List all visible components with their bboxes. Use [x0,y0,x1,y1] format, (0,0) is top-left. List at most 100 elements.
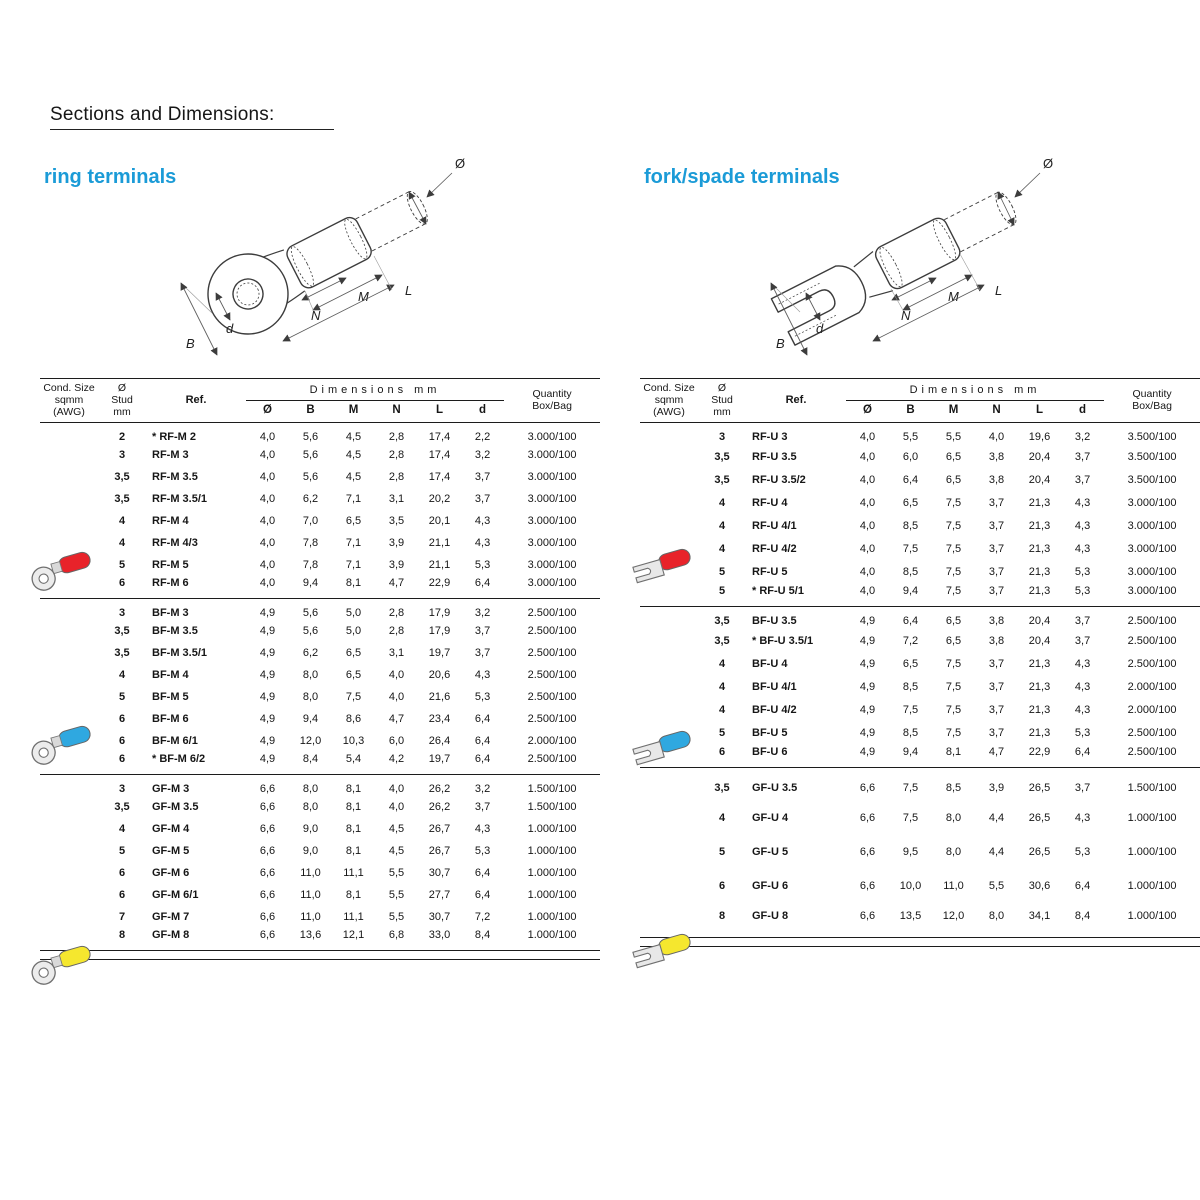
ref-cell: BF-U 4 [752,657,788,670]
dim-d-cell: 4,3 [1074,496,1091,509]
dim-l-cell: 26,2 [428,801,451,814]
stud-size-cell: 3,5 [114,625,130,638]
dim-l-cell: 21,3 [1028,657,1051,670]
cond-size-cell [640,869,698,903]
dim-l-cell: 22,9 [428,577,451,590]
dim-dia-cell: 6,6 [259,823,276,836]
dim-n-cell: 3,7 [988,726,1005,739]
dim-n-cell: 4,0 [388,782,405,795]
dim-b-cell: 5,5 [902,431,919,444]
stud-size-cell: 8 [118,929,126,942]
quantity-header: Quantity Box/Bag [504,378,601,423]
quantity-cell: 3.000/100 [1127,519,1177,532]
dim-d-cell: 7,2 [474,911,491,924]
dim-d-cell: 6,4 [474,867,491,880]
cond-size-cell [640,606,698,629]
dim-d-cell: 5,3 [1074,584,1091,597]
dim-label-diameter: Ø [1043,156,1053,171]
dim-b-cell: 9,4 [302,577,319,590]
ref-cell: RF-M 3.5 [152,471,198,484]
stud-size-cell: 3,5 [114,493,130,506]
dim-l-cell: 21,3 [1028,726,1051,739]
quantity-cell: 1.000/100 [527,823,577,836]
dim-dia-cell: 4,0 [259,449,276,462]
dim-l-cell: 26,4 [428,735,451,748]
dim-l-cell: 21,1 [428,559,451,572]
dim-n-cell: 3,8 [988,473,1005,486]
dimension-lines [180,172,453,356]
dim-label-diameter: Ø [455,156,465,171]
dim-d-cell: 6,4 [1074,745,1091,758]
dim-dia-cell: 4,9 [259,606,276,619]
dim-d-cell: 3,7 [1074,615,1091,628]
dim-dia-cell: 4,9 [859,726,876,739]
dim-dia-cell: 4,0 [259,537,276,550]
dim-m-cell: 4,5 [345,449,362,462]
dimension-lines [770,172,1041,356]
cond-size-cell [640,652,698,675]
ref-cell: RF-U 3 [752,431,788,444]
cond-size-cell [40,818,98,840]
dim-m-cell: 11,1 [343,867,364,880]
stud-header-line: Stud [111,394,133,407]
dim-b-cell: 11,0 [300,889,321,902]
stud-size-cell: 3,5 [114,801,130,814]
ref-cell: GF-M 5 [152,845,190,858]
dim-l-cell: 21,3 [1028,542,1051,555]
dim-n-cell: 5,5 [388,911,405,924]
dim-l-cell: 20,2 [428,493,451,506]
dim-d-cell: 3,2 [474,782,491,795]
dim-dia-cell: 4,0 [859,431,876,444]
dim-m-cell: 10,3 [342,735,365,748]
dim-n-cell: 4,0 [988,431,1005,444]
dim-col-diameter: Ø [246,400,289,423]
ring-terminals-table: Cond. Size sqmm (AWG) Ø Stud mm Ref. Dim… [40,378,601,951]
dim-dia-cell: 4,9 [259,753,276,766]
dim-l-cell: 19,7 [428,647,451,660]
dim-n-cell: 3,7 [988,565,1005,578]
quantity-cell: 2.500/100 [1127,657,1177,670]
dim-m-cell: 8,1 [345,889,362,902]
dim-col-m: M [332,400,375,423]
ref-cell: RF-M 3.5/1 [152,493,208,506]
ref-cell: BF-U 5 [752,726,788,739]
quantity-cell: 3.000/100 [527,449,577,462]
quantity-cell: 3.000/100 [527,559,577,572]
dim-b-cell: 7,5 [902,703,919,716]
dim-n-cell: 2,8 [388,449,405,462]
dim-l-cell: 21,3 [1028,680,1051,693]
ring-terminal-drawing: Ø L M N B d [180,156,465,356]
quantity-cell: 3.500/100 [1127,473,1177,486]
stud-size-cell: 5 [718,584,726,597]
dim-l-cell: 30,7 [428,867,451,880]
dim-n-cell: 4,4 [988,846,1005,859]
ref-cell: RF-U 3.5/2 [752,473,806,486]
dim-m-cell: 8,1 [345,845,362,858]
cond-size-header: Cond. Size sqmm (AWG) [640,378,698,423]
dim-dia-cell: 4,9 [859,657,876,670]
dim-n-cell: 4,0 [388,801,405,814]
cond-size-cell [40,598,98,620]
dim-dia-cell: 4,0 [259,471,276,484]
dim-dia-cell: 4,0 [259,430,276,443]
fork-terminals-section: fork/spade terminals [632,150,1200,1160]
dim-label-m: M [948,289,959,304]
dim-d-cell: 4,3 [474,669,491,682]
dim-b-cell: 8,0 [302,669,319,682]
dim-b-cell: 5,6 [302,625,319,638]
dim-m-cell: 4,5 [345,430,362,443]
ref-cell: RF-M 3 [152,449,189,462]
dim-d-cell: 4,3 [1074,812,1091,825]
dim-dia-cell: 4,9 [859,615,876,628]
ref-cell: RF-U 4 [752,496,788,509]
ring-terminals-heading: ring terminals [44,166,177,188]
stud-size-cell: 3 [118,449,126,462]
ring-terminal-yellow-icon [31,945,91,985]
quantity-header-line: Box/Bag [532,400,572,413]
dim-m-cell: 4,5 [345,471,362,484]
dim-l-cell: 20,4 [1028,634,1051,647]
dim-m-cell: 12,1 [342,929,365,942]
dim-m-cell: 8,6 [345,713,362,726]
ref-cell: BF-M 3.5/1 [152,647,208,660]
